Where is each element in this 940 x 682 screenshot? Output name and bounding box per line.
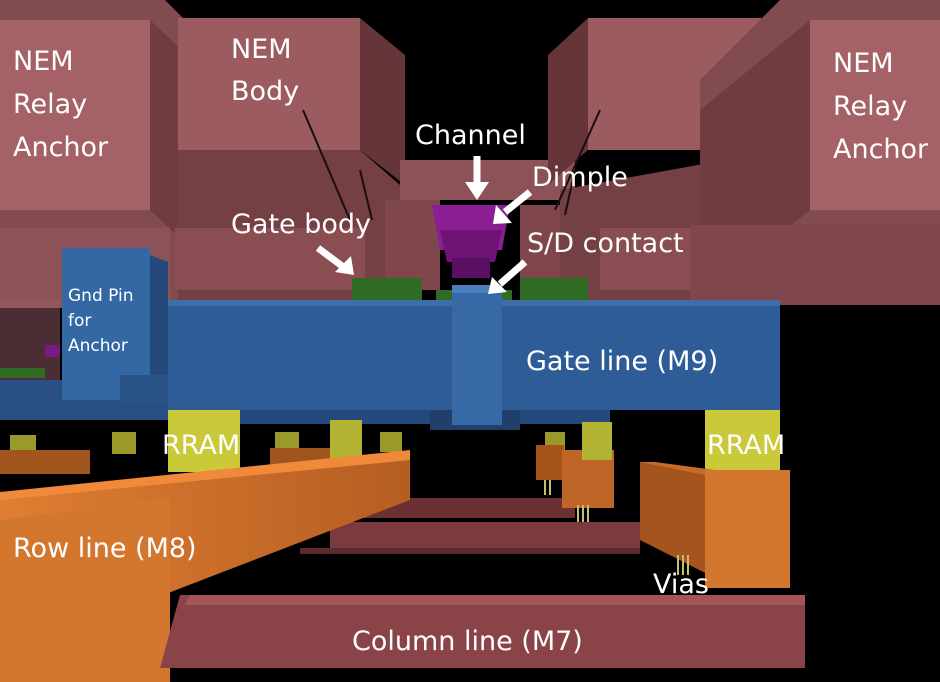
label-rram-right: RRAM	[707, 430, 785, 461]
label-nem-body: NEM Body	[231, 34, 300, 107]
label-gnd-pin-2: for	[68, 311, 91, 331]
label-gate-body: Gate body	[231, 209, 371, 240]
label-nem-body-2: Body	[231, 76, 299, 107]
label-gnd-pin-3: Anchor	[68, 336, 128, 356]
annotation-arrows	[315, 156, 533, 294]
cantilever-lines	[302, 109, 601, 221]
text-labels: NEM Relay Anchor NEM Body NEM Relay Anch…	[13, 34, 929, 657]
gate-body-arrow	[315, 245, 345, 269]
label-row-line: Row line (M8)	[13, 533, 197, 564]
label-nem-relay-anchor-right-1: NEM	[833, 48, 894, 79]
label-column-line: Column line (M7)	[352, 626, 583, 657]
label-channel: Channel	[415, 120, 526, 151]
gnd-pin-block	[62, 248, 168, 403]
nem-body-structures	[0, 0, 940, 308]
gate-line-block	[168, 285, 780, 430]
column-line-block	[160, 595, 805, 668]
row-line-block	[0, 450, 790, 682]
label-rram-left: RRAM	[162, 430, 240, 461]
label-gate-line: Gate line (M9)	[526, 346, 718, 377]
label-nem-relay-anchor-right: NEM Relay Anchor	[833, 48, 929, 165]
label-nem-relay-anchor-left-3: Anchor	[13, 132, 109, 163]
sd-contact-arrow	[497, 259, 528, 287]
channel-block	[45, 205, 510, 357]
label-dimple: Dimple	[532, 162, 628, 193]
label-gnd-pin-1: Gnd Pin	[68, 286, 134, 306]
label-nem-relay-anchor-left-2: Relay	[13, 89, 87, 120]
rram-blocks	[168, 410, 780, 472]
label-gnd-pin: Gnd Pin for Anchor	[68, 286, 139, 356]
label-nem-relay-anchor-left: NEM Relay Anchor	[13, 46, 109, 163]
label-sd-contact: S/D contact	[527, 228, 684, 259]
label-nem-relay-anchor-right-2: Relay	[833, 91, 907, 122]
label-nem-relay-anchor-right-3: Anchor	[833, 134, 929, 165]
label-vias: Vias	[653, 569, 709, 600]
label-nem-body-1: NEM	[231, 34, 292, 65]
dimple-arrow	[502, 189, 533, 215]
label-nem-relay-anchor-left-1: NEM	[13, 46, 74, 77]
via-lines	[544, 480, 689, 575]
